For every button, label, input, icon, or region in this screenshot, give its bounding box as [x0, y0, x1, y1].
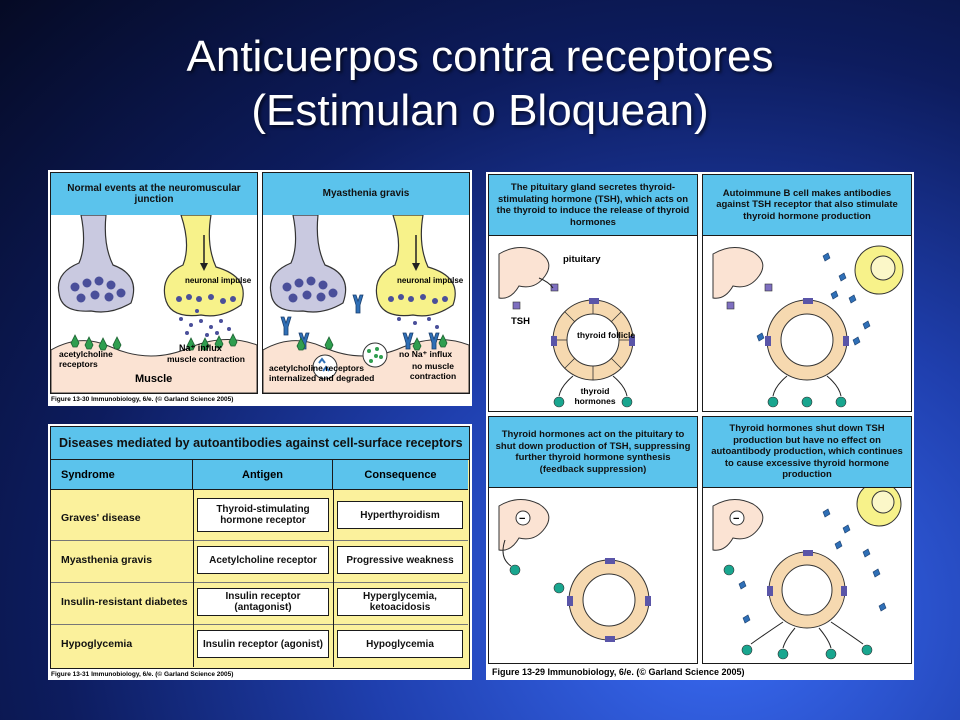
thyroid-hormones-label: thyroid hormones: [574, 386, 616, 406]
syndrome-cell: Insulin-resistant diabetes: [61, 596, 188, 608]
thyroid-follicle-label: thyroid follicle: [577, 330, 635, 340]
thyroid-q4-head: Thyroid hormones shut down TSH productio…: [703, 417, 911, 488]
svg-text:neuronal impulse: neuronal impulse: [185, 276, 252, 285]
thyroid-figure: The pituitary gland secretes thyroid-sti…: [486, 172, 914, 680]
syndrome-cell: Hypoglycemia: [61, 638, 133, 650]
nmj-mg-panel: Myasthenia gravis neuronal impulse: [262, 172, 470, 394]
antibody-group: [756, 252, 871, 346]
thyroid-q4-illustration: −: [712, 488, 902, 660]
syndrome-cell: Graves' disease: [61, 512, 141, 524]
pituitary-label: pituitary: [563, 254, 601, 265]
antigen-cell: Insulin receptor (antagonist): [197, 588, 329, 616]
thyroid-q3-panel: Thyroid hormones act on the pituitary to…: [488, 416, 698, 664]
nmj-mg-illustration: neuronal impulse: [263, 215, 469, 393]
thyroid-q3-head: Thyroid hormones act on the pituitary to…: [489, 417, 697, 488]
antibody-group: [280, 294, 440, 350]
internalized-label: acetylcholine receptors internalized and…: [269, 363, 375, 383]
thyroid-q2-panel: Autoimmune B cell makes antibodies again…: [702, 174, 912, 412]
ach-receptors-label: acetylcholine receptors: [59, 349, 113, 369]
slide-title-line1: Anticuerpos contra receptores: [186, 32, 774, 81]
consequence-cell: Hyperthyroidism: [337, 501, 463, 529]
vesicle-group: [70, 276, 126, 303]
thyroid-q2-head: Autoimmune B cell makes antibodies again…: [703, 175, 911, 236]
col-header-antigen: Antigen: [193, 460, 333, 490]
ach-receptor-group: [70, 333, 238, 351]
minus-icon: −: [519, 513, 525, 525]
syndrome-cell: Myasthenia gravis: [61, 554, 153, 566]
table-figure-caption: Figure 13-31 Immunobiology, 6/e. (© Garl…: [51, 671, 234, 678]
consequence-cell: Hypoglycemia: [337, 630, 463, 658]
disease-table-title: Diseases mediated by autoantibodies agai…: [50, 426, 470, 460]
thyroid-q3-illustration: −: [498, 499, 651, 642]
tsh-label: TSH: [511, 316, 530, 327]
nmj-figure-caption: Figure 13-30 Immunobiology, 6/e. (© Garl…: [51, 396, 234, 403]
no-na-influx-label: no Na⁺ influx: [399, 349, 453, 359]
na-influx-label: Na⁺ influx: [179, 343, 222, 353]
thyroid-q1-panel: The pituitary gland secretes thyroid-sti…: [488, 174, 698, 412]
thyroid-q1-head: The pituitary gland secretes thyroid-sti…: [489, 175, 697, 236]
slide-title-line2: (Estimulan o Bloquean): [251, 86, 709, 135]
col-header-syndrome: Syndrome: [51, 460, 193, 490]
antigen-cell: Insulin receptor (agonist): [197, 630, 329, 658]
muscle-contraction-label: muscle contraction: [167, 354, 245, 364]
nmj-normal-illustration: neuronal impulse: [51, 215, 257, 393]
nmj-figure: Normal events at the neuromuscular junct…: [48, 170, 472, 406]
col-header-consequence: Consequence: [333, 460, 468, 490]
slide-title: Anticuerpos contra receptores (Estimulan…: [0, 30, 960, 138]
disease-table: Diseases mediated by autoantibodies agai…: [48, 424, 472, 680]
thyroid-q1-illustration: pituitary TSH thyroid follicle: [498, 247, 635, 408]
consequence-cell: Progressive weakness: [337, 546, 463, 574]
antigen-cell: Thyroid-stimulating hormone receptor: [197, 498, 329, 532]
disease-table-body: Syndrome Antigen Consequence Graves' dis…: [50, 460, 470, 669]
svg-text:neuronal impulse: neuronal impulse: [397, 276, 464, 285]
nmj-normal-title: Normal events at the neuromuscular junct…: [51, 173, 257, 216]
nmj-mg-title: Myasthenia gravis: [263, 173, 469, 216]
svg-text:−: −: [733, 513, 739, 525]
nmj-normal-panel: Normal events at the neuromuscular junct…: [50, 172, 258, 394]
thyroid-figure-caption: Figure 13-29 Immunobiology, 6/e. (© Garl…: [492, 667, 745, 677]
antigen-cell: Acetylcholine receptor: [197, 546, 329, 574]
thyroid-q4-panel: Thyroid hormones shut down TSH productio…: [702, 416, 912, 664]
no-muscle-contraction-label: no muscle contraction: [409, 361, 457, 381]
muscle-label: Muscle: [135, 373, 173, 385]
consequence-cell: Hyperglycemia, ketoacidosis: [337, 588, 463, 616]
thyroid-q2-illustration: [712, 245, 904, 408]
